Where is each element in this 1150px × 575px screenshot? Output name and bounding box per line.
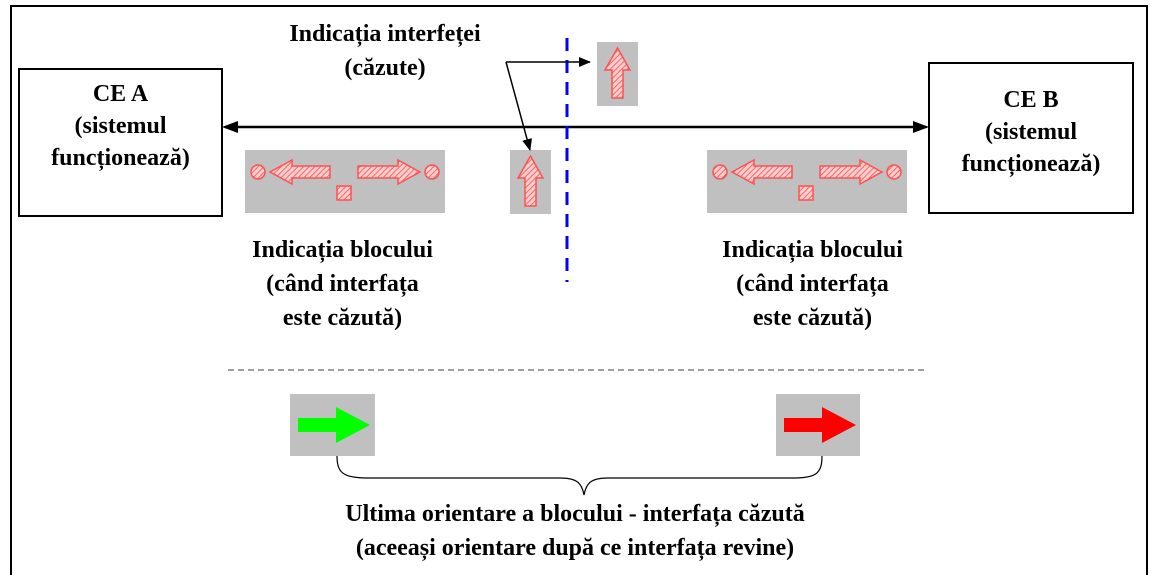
interface-up-indicator-lower xyxy=(510,150,551,214)
ce-a-box xyxy=(18,68,223,217)
last-orientation-line2: (aceeași orientare după ce interfața rev… xyxy=(355,535,795,561)
ce-a-title: CE A xyxy=(92,81,149,107)
last-orientation-red-arrow xyxy=(776,394,860,456)
ce-b-title: CE B xyxy=(1003,87,1059,113)
ce-a-label: CE A (sistemul funcționează) xyxy=(18,80,223,172)
block-indication-left-line3: este căzută) xyxy=(282,305,403,331)
interface-pointer-arrows xyxy=(505,57,591,151)
grouping-brace xyxy=(336,455,823,496)
ce-b-line3: funcționează) xyxy=(961,151,1101,177)
block-indication-right-line2: (când interfața xyxy=(736,271,889,297)
interface-up-indicator-upper xyxy=(597,42,638,106)
block-indication-right-line3: este căzută) xyxy=(752,305,873,331)
ce-b-box xyxy=(928,62,1134,214)
interface-indication-line2: (căzute) xyxy=(344,55,426,81)
diagram-frame xyxy=(10,5,1148,575)
block-indicator-left xyxy=(245,150,445,213)
last-orientation-green-arrow xyxy=(290,394,375,456)
interface-indication-line1: Indicația interfeței xyxy=(289,21,481,47)
ce-a-line3: funcționează) xyxy=(51,145,190,171)
block-indication-left-label: Indicația blocului (când interfața este … xyxy=(210,236,475,332)
ce-b-line2: (sistemul xyxy=(985,119,1077,145)
block-indication-right-label: Indicația blocului (când interfața este … xyxy=(680,236,945,332)
ce-link-line xyxy=(222,121,929,133)
ce-b-label: CE B (sistemul funcționează) xyxy=(928,86,1134,178)
ce-a-line2: (sistemul xyxy=(74,113,167,139)
block-indicator-right xyxy=(707,150,907,213)
block-indication-left-line1: Indicația blocului xyxy=(252,237,433,263)
last-orientation-caption: Ultima orientare a blocului - interfața … xyxy=(220,500,930,562)
last-orientation-line1: Ultima orientare a blocului - interfața … xyxy=(345,501,805,527)
block-indication-left-line2: (când interfața xyxy=(266,271,419,297)
block-indication-right-line1: Indicația blocului xyxy=(722,237,903,263)
interface-indication-label: Indicația interfeței (căzute) xyxy=(250,20,520,82)
